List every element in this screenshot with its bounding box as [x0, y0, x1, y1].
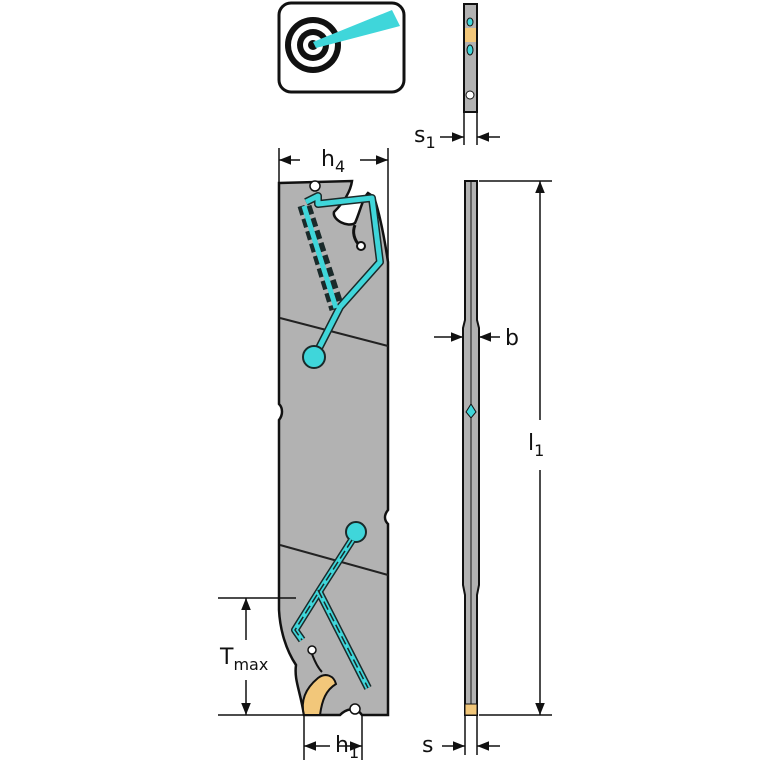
coolant-target-icon: [277, 1, 406, 94]
label-h4: h4: [321, 147, 345, 176]
dimension-lines: [218, 112, 552, 760]
label-s1: s1: [414, 123, 436, 152]
side-view: [462, 180, 480, 716]
top-view: [463, 3, 478, 113]
label-tmax: Tmax: [219, 645, 268, 674]
label-b: b: [505, 326, 519, 351]
label-s: s: [422, 733, 433, 758]
coolant-channel-lower: [291, 521, 372, 690]
label-l1: l1: [528, 431, 544, 460]
cutting-insert: [301, 674, 338, 716]
label-h1: h1: [335, 733, 359, 762]
blade-body: [277, 179, 390, 717]
coolant-channel-upper: [297, 192, 384, 369]
